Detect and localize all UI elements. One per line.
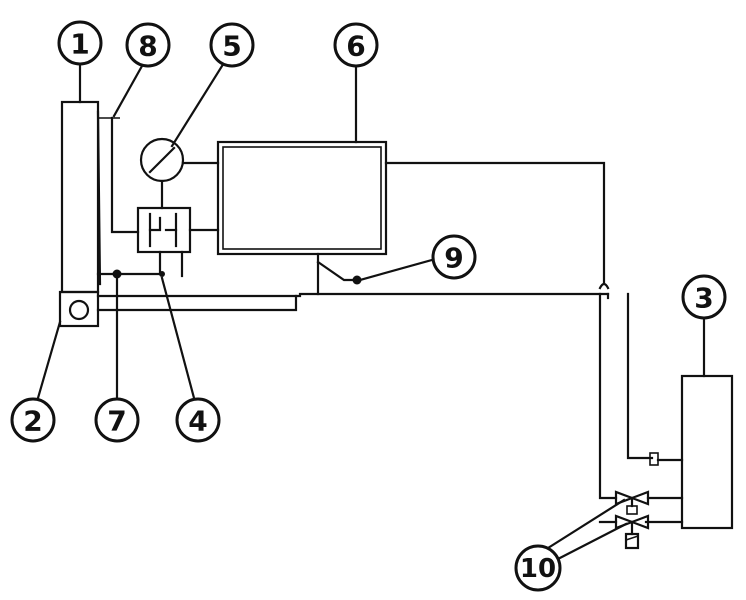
leader-lines (36, 62, 706, 562)
callout-9: 9 (431, 234, 477, 280)
callout-10: 10 (514, 544, 562, 592)
thermostat (136, 206, 220, 278)
return-pipe (96, 269, 302, 312)
callout-3: 3 (681, 274, 727, 320)
heater-circuit (384, 161, 684, 500)
callout-7: 7 (94, 397, 140, 443)
callout-2-label: 2 (23, 405, 42, 438)
callout-8-label: 8 (138, 30, 157, 63)
callout-6: 6 (333, 22, 379, 68)
expansion-tank (644, 374, 734, 530)
callout-4: 4 (175, 397, 221, 443)
callout-2: 2 (10, 397, 56, 443)
callout-4-label: 4 (188, 405, 207, 438)
water-pump (139, 137, 220, 210)
overflow-pipe (96, 110, 140, 286)
callout-3-label: 3 (694, 282, 713, 315)
callout-6-label: 6 (346, 30, 365, 63)
callout-1: 1 (57, 20, 103, 66)
callout-5-label: 5 (222, 30, 241, 63)
temperature-sensor (298, 252, 610, 296)
callout-10-label: 10 (520, 554, 556, 584)
callout-5: 5 (209, 22, 255, 68)
engine-block (216, 140, 388, 256)
callout-9-label: 9 (444, 242, 463, 275)
radiator-fan (58, 290, 100, 328)
callout-8: 8 (125, 22, 171, 68)
callout-1-label: 1 (70, 28, 89, 61)
callout-7-label: 7 (107, 405, 126, 438)
radiator (60, 100, 100, 294)
